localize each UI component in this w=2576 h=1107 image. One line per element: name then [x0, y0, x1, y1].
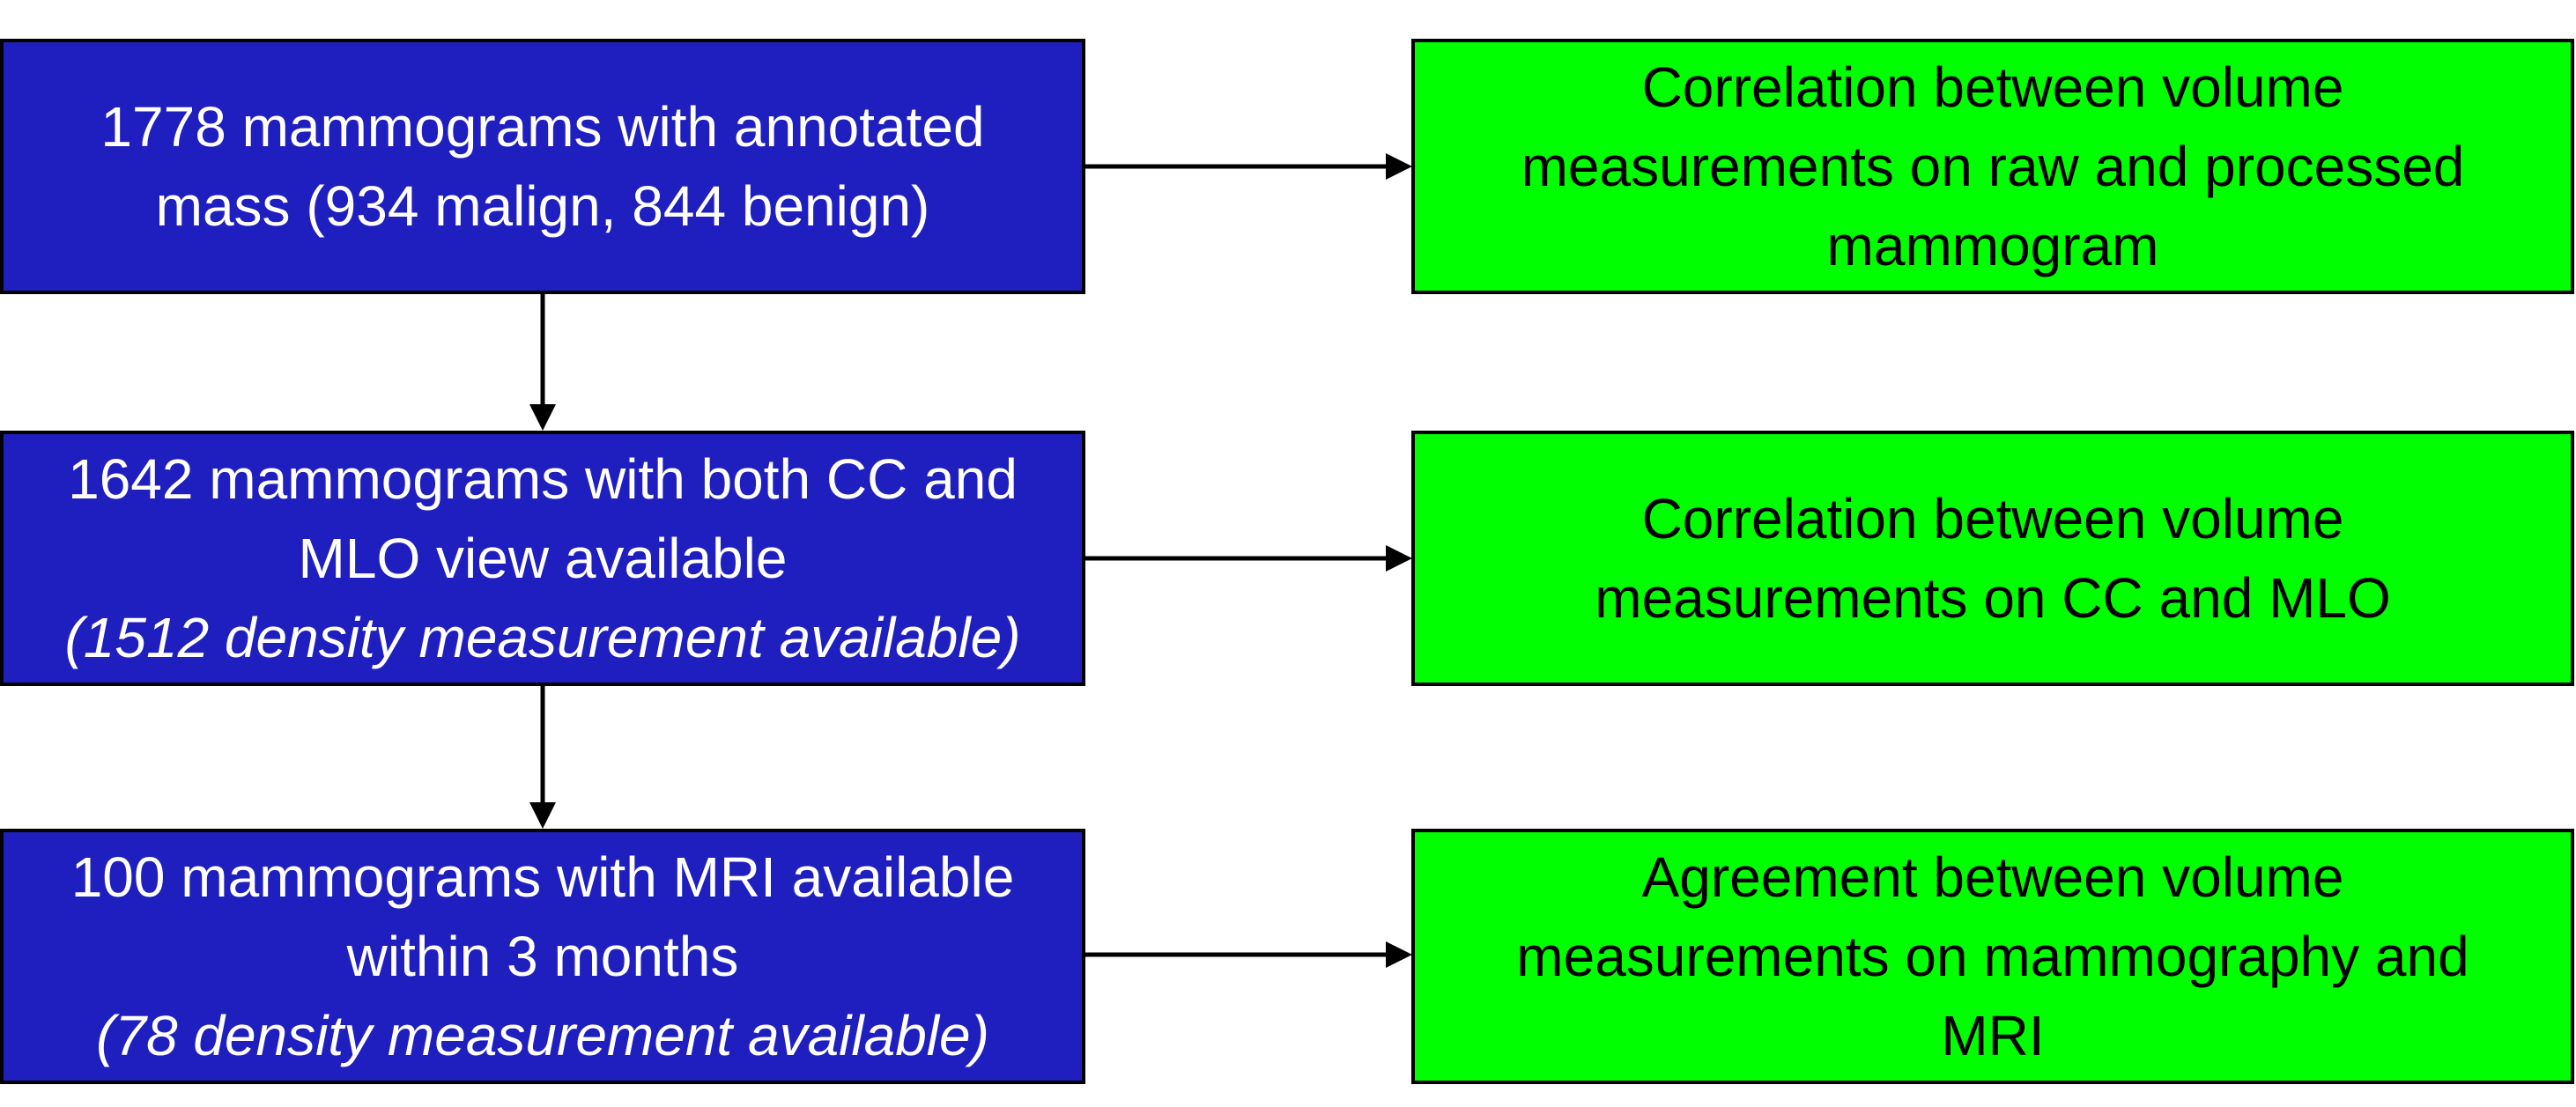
box-mri-mammograms: 100 mammograms with MRI available within… [0, 829, 1085, 1084]
box-text-line: measurements on raw and processed [1521, 135, 2465, 198]
box-mammography-mri-agreement: Agreement between volume measurements on… [1411, 829, 2574, 1084]
box-text-line: 1642 mammograms with both CC and [68, 447, 1018, 511]
box-raw-processed-correlation: Correlation between volume measurements … [1411, 39, 2574, 294]
box-text-line: mammogram [1826, 214, 2159, 277]
box-text-line: 100 mammograms with MRI available [70, 845, 1015, 909]
box-text-line: Correlation between volume [1641, 55, 2344, 119]
box-text-line: Agreement between volume [1641, 845, 2344, 909]
box-text-line: mass (934 malign, 844 benign) [155, 174, 930, 238]
box-text-line: measurements on mammography and [1516, 925, 2469, 988]
box-note: (78 density measurement available) [96, 1004, 989, 1067]
box-cc-mlo-mammograms: 1642 mammograms with both CC and MLO vie… [0, 431, 1085, 686]
box-cc-mlo-correlation: Correlation between volume measurements … [1411, 431, 2574, 686]
box-text-line: MLO view available [298, 527, 788, 590]
box-text-line: Correlation between volume [1641, 487, 2344, 550]
box-text-line: 1778 mammograms with annotated [100, 95, 985, 159]
box-text-line: within 3 months [346, 925, 739, 988]
box-text-line: MRI [1941, 1004, 2045, 1067]
box-text-line: measurements on CC and MLO [1595, 566, 2391, 630]
box-annotated-mammograms: 1778 mammograms with annotated mass (934… [0, 39, 1085, 294]
box-note: (1512 density measurement available) [64, 606, 1021, 669]
